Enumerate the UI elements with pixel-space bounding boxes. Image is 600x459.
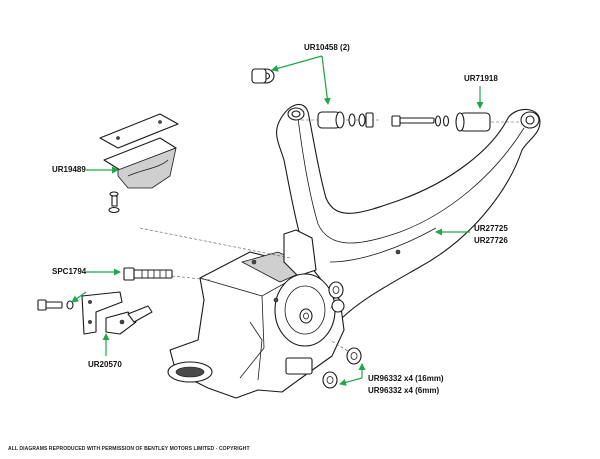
label-ur96332-16mm: UR96332 x4 (16mm) <box>368 374 444 383</box>
label-spc1794: SPC1794 <box>52 267 87 276</box>
label-ur71918: UR71918 <box>464 74 498 83</box>
bushing-ur96332 <box>299 281 362 389</box>
label-ur19489: UR19489 <box>52 165 86 174</box>
label-ur10458: UR10458 (2) <box>304 43 350 52</box>
bushing-ur71918 <box>455 112 491 132</box>
label-ur27725: UR27725 <box>474 224 508 233</box>
bushing-ur10458-lower <box>317 111 374 129</box>
label-ur27726: UR27726 <box>474 236 508 245</box>
bushing-ur10458-upper <box>251 68 275 84</box>
bracket-ur20570 <box>37 291 153 335</box>
hub-carrier <box>167 229 345 399</box>
bump-stop-ur19489 <box>99 113 179 214</box>
pivot-bolt <box>391 115 450 127</box>
label-ur96332-6mm: UR96332 x4 (6mm) <box>368 386 440 395</box>
bolt-spc1794 <box>123 267 173 281</box>
leader-lines <box>71 55 484 386</box>
copyright-footer: ALL DIAGRAMS REPRODUCED WITH PERMISSION … <box>8 446 250 452</box>
trailing-arm <box>276 103 541 321</box>
label-ur20570: UR20570 <box>88 360 122 369</box>
